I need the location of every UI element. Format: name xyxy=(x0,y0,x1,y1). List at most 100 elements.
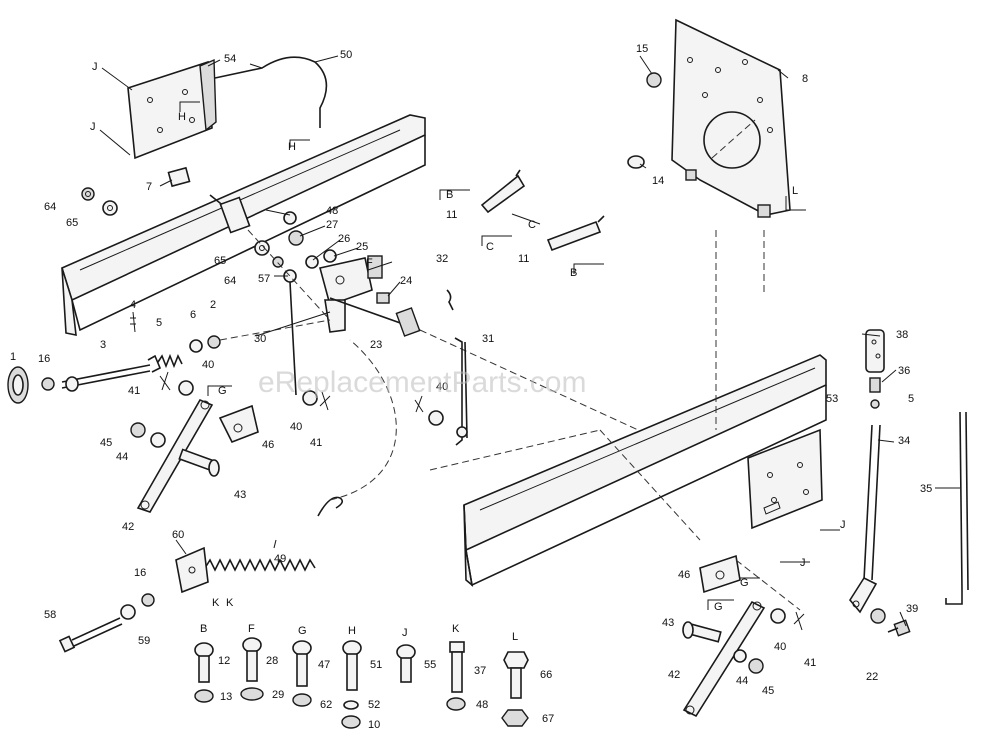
callout-40a: 40 xyxy=(202,359,214,371)
key-b-2: B xyxy=(570,267,577,279)
callout-35: 35 xyxy=(920,483,932,495)
stud-43-right xyxy=(682,621,722,643)
key-j-2: J xyxy=(90,121,96,133)
callout-46a: 46 xyxy=(262,439,274,451)
key-j-row: J xyxy=(402,627,408,639)
callout-22: 22 xyxy=(866,671,878,683)
key-j-1: J xyxy=(92,61,98,73)
mounting-plate-53 xyxy=(747,428,823,530)
callout-48b: 48 xyxy=(476,699,488,711)
callout-30: 30 xyxy=(254,333,266,345)
vertical-rod xyxy=(289,281,297,396)
pin-41-mid xyxy=(319,391,331,411)
right-frame-rail xyxy=(429,354,827,588)
washer-pin-31 xyxy=(414,395,444,426)
callout-11b: 11 xyxy=(518,253,529,265)
key-k-2: K xyxy=(226,597,234,609)
callout-65b: 65 xyxy=(214,255,226,267)
callout-39: 39 xyxy=(906,603,918,615)
callout-31: 31 xyxy=(482,333,494,345)
washer-44-right xyxy=(733,649,747,663)
callout-65a: 65 xyxy=(66,217,78,229)
guide-line-right xyxy=(735,559,801,611)
washer-40-left xyxy=(178,380,194,396)
callout-8: 8 xyxy=(802,73,808,85)
callout-51: 51 xyxy=(370,659,382,671)
key-h-row: H xyxy=(348,625,356,637)
part-7-block xyxy=(167,166,191,188)
key-g-2: G xyxy=(740,577,749,589)
callout-44a: 44 xyxy=(116,451,128,463)
callout-46b: 46 xyxy=(678,569,690,581)
callout-50: 50 xyxy=(340,49,352,61)
callout-23: 23 xyxy=(370,339,382,351)
callout-60: 60 xyxy=(172,529,184,541)
key-f-row: F xyxy=(248,623,255,635)
key-g-1: G xyxy=(218,385,227,397)
nut-45-left xyxy=(130,422,146,438)
callout-2: 2 xyxy=(210,299,216,311)
callout-25: 25 xyxy=(356,241,368,253)
key-l-1: L xyxy=(792,185,798,197)
washer-40-mid xyxy=(302,390,318,406)
callout-45b: 45 xyxy=(762,685,774,697)
callout-40d: 40 xyxy=(436,381,448,393)
rod-35 xyxy=(945,411,969,605)
callout-28: 28 xyxy=(266,655,278,667)
key-j-3: J xyxy=(840,519,846,531)
callout-54: 54 xyxy=(224,53,236,65)
nut-22 xyxy=(870,608,886,624)
key-h-2: H xyxy=(288,141,296,153)
washer-stack-left xyxy=(81,187,118,216)
side-plate-8 xyxy=(671,18,791,218)
callout-37: 37 xyxy=(474,665,486,677)
nut-16-lower xyxy=(141,593,155,607)
callout-67: 67 xyxy=(542,713,554,725)
left-frame-rail xyxy=(61,114,426,336)
callout-15: 15 xyxy=(636,43,648,55)
callout-62: 62 xyxy=(320,699,332,711)
callout-42b: 42 xyxy=(668,669,680,681)
leader-lines xyxy=(99,55,960,627)
callout-16b: 16 xyxy=(134,567,146,579)
bolt-39 xyxy=(887,619,911,637)
bracket-46-right xyxy=(699,554,741,594)
key-c-1: C xyxy=(528,219,536,231)
callout-53: 53 xyxy=(826,393,838,405)
key-h-1: H xyxy=(178,111,186,123)
callout-41b: 41 xyxy=(310,437,322,449)
callout-34: 34 xyxy=(898,435,910,447)
callout-11a: 11 xyxy=(446,209,457,221)
watermark-text: eReplacementParts.com xyxy=(258,366,586,399)
shaft-dashed-guide xyxy=(419,329,661,441)
bracket-11-lower xyxy=(546,215,605,252)
callout-32: 32 xyxy=(436,253,448,265)
callout-labels: 1 2 3 4 5 6 7 8 10 11 11 12 13 14 15 16 … xyxy=(10,43,932,731)
upper-mounting-plate xyxy=(127,58,217,160)
key-f: F xyxy=(366,257,373,269)
pin-41-left xyxy=(159,371,171,391)
spring-bracket-60 xyxy=(175,546,209,594)
key-k-row: K xyxy=(452,623,460,635)
callout-3: 3 xyxy=(100,339,106,351)
callout-44b: 44 xyxy=(736,675,748,687)
callout-43a: 43 xyxy=(234,489,246,501)
callout-36: 36 xyxy=(898,365,910,377)
washer-59 xyxy=(120,604,136,620)
callout-7: 7 xyxy=(146,181,152,193)
key-l-row: L xyxy=(512,631,518,643)
washer-44-left xyxy=(150,432,166,448)
callout-59: 59 xyxy=(138,635,150,647)
bracket-11-upper xyxy=(480,169,526,214)
letter-brackets xyxy=(179,101,840,610)
callout-5b: 5 xyxy=(908,393,914,405)
callout-40b: 40 xyxy=(290,421,302,433)
pivot-bracket xyxy=(319,255,421,337)
bracket-46-left xyxy=(218,404,259,444)
bushing-14 xyxy=(627,155,645,169)
spring-49 xyxy=(204,339,397,572)
callout-24: 24 xyxy=(400,275,412,287)
wire-part xyxy=(214,56,328,128)
callout-5: 5 xyxy=(156,317,162,329)
